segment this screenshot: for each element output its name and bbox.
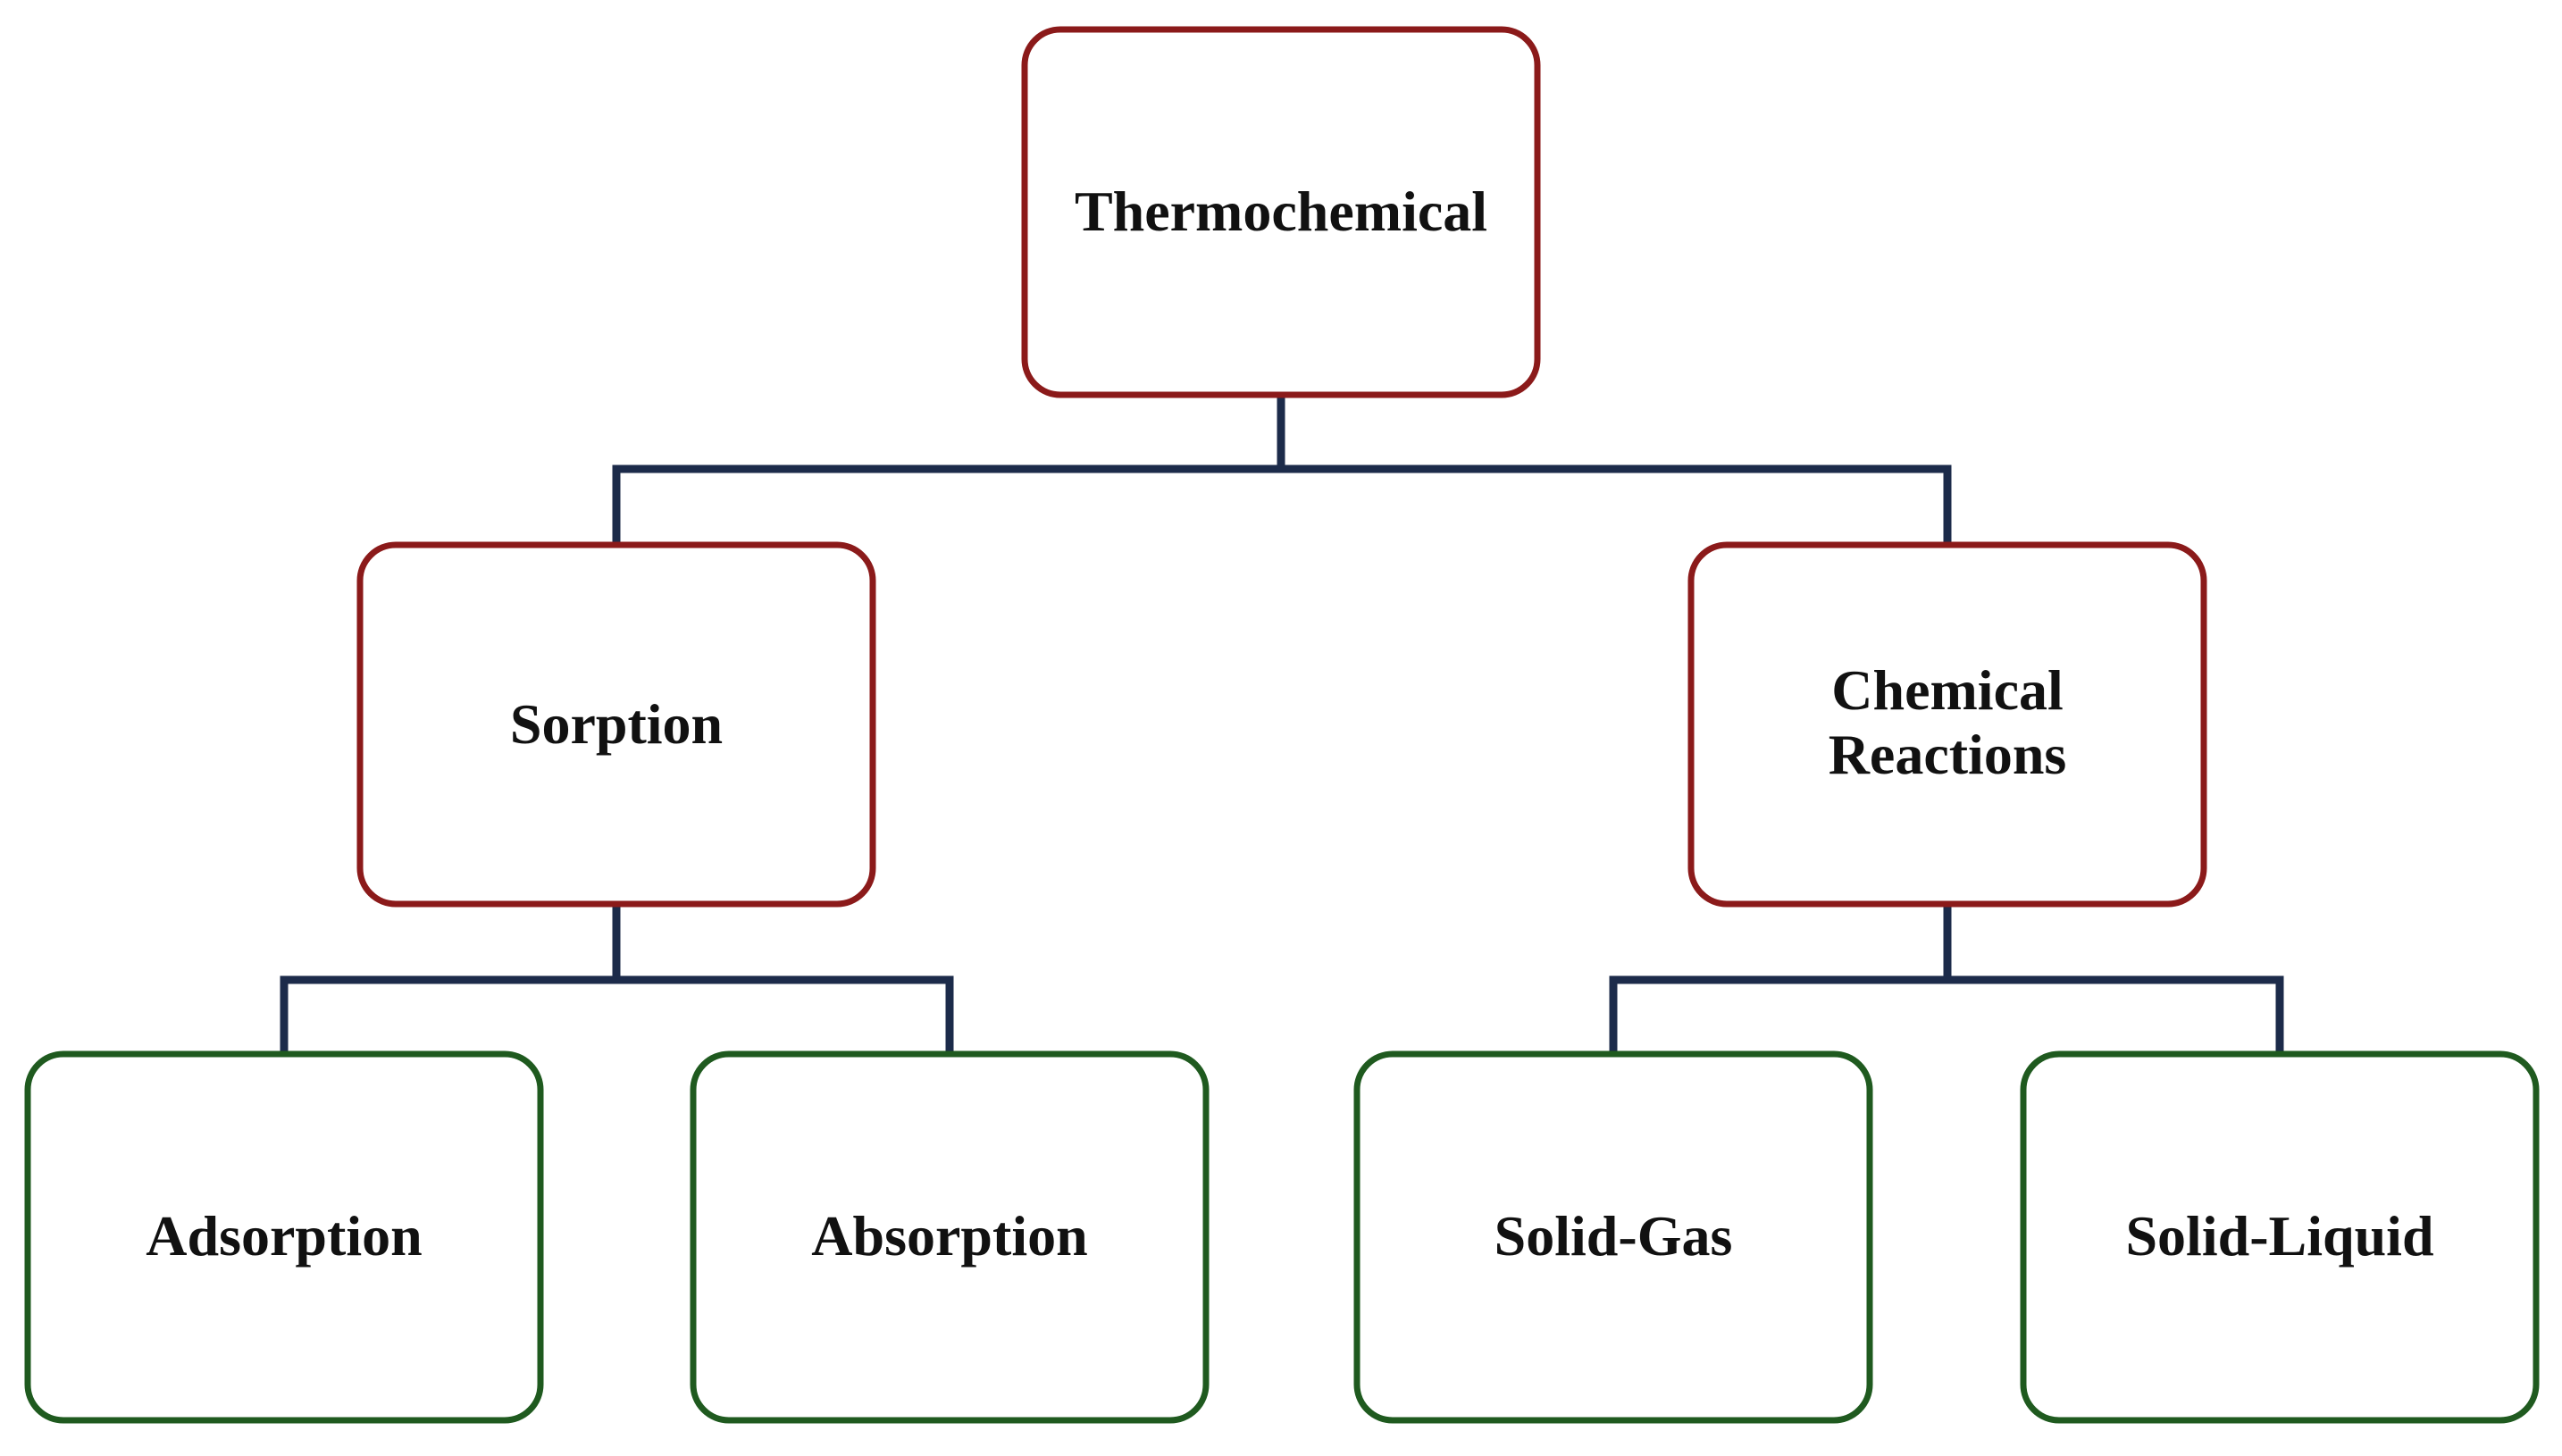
solid-gas-box bbox=[1353, 1050, 1873, 1424]
leaf-node-adsorption: Adsorption bbox=[24, 1050, 544, 1424]
solid-liquid-box bbox=[2020, 1050, 2540, 1424]
absorption-box bbox=[690, 1050, 1210, 1424]
leaf-node-absorption: Absorption bbox=[690, 1050, 1210, 1424]
chemical-reactions-box bbox=[1687, 541, 2207, 908]
chemical-reactions-label-line-2: Reactions bbox=[1829, 723, 2067, 786]
absorption-label: Absorption bbox=[811, 1204, 1087, 1268]
root-box bbox=[1021, 26, 1541, 398]
leaf-node-solid-gas: Solid-Gas bbox=[1353, 1050, 1873, 1424]
chemical-reactions-to-leaves-connector bbox=[1609, 900, 2284, 1059]
solid-gas-label: Solid-Gas bbox=[1494, 1204, 1733, 1268]
sorption-box bbox=[356, 541, 876, 908]
adsorption-label: Adsorption bbox=[146, 1204, 422, 1268]
root-node: Thermochemical bbox=[1021, 26, 1541, 398]
category-node-chemical-reactions: Chemical Reactions bbox=[1687, 541, 2207, 908]
leaf-node-solid-liquid: Solid-Liquid bbox=[2020, 1050, 2540, 1424]
root-to-categories-connector bbox=[612, 390, 1952, 549]
category-node-sorption: Sorption bbox=[356, 541, 876, 908]
connectors bbox=[280, 390, 2284, 1059]
root-label: Thermochemical bbox=[1075, 180, 1487, 243]
sorption-to-leaves-connector bbox=[280, 900, 954, 1059]
solid-liquid-label: Solid-Liquid bbox=[2125, 1204, 2433, 1268]
adsorption-box bbox=[24, 1050, 544, 1424]
chemical-reactions-label-line-1: Chemical bbox=[1831, 658, 2064, 722]
sorption-label: Sorption bbox=[510, 692, 723, 756]
